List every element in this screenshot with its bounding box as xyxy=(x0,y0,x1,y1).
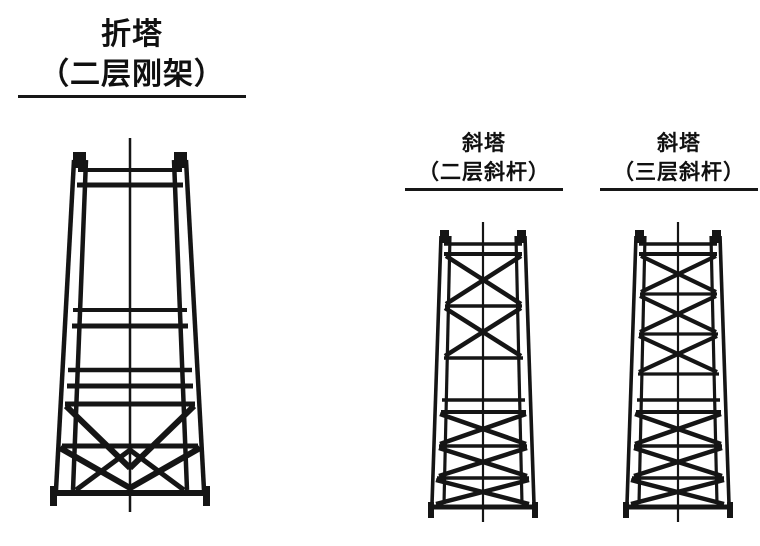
tower-svg-broken xyxy=(50,138,210,512)
brace-b-left-upper-diagonal xyxy=(74,447,132,493)
figure-caption-broken-tower: 折塔 （二层刚架） xyxy=(18,17,246,99)
caption-subtitle: （三层斜杆） xyxy=(613,159,745,184)
x-panel-5-diagonal-b xyxy=(435,477,530,507)
tower-svg-slant-3 xyxy=(623,222,733,522)
tower-svg-slant-2 xyxy=(428,222,538,522)
x-panel-3-diagonal-b xyxy=(439,411,527,447)
caption-underline xyxy=(18,95,246,99)
caption-subtitle: （二层斜杆） xyxy=(418,159,550,184)
x-panel-2-diagonal-b xyxy=(443,306,523,358)
caption-underline xyxy=(600,188,758,191)
x-panel-5-diagonal-b xyxy=(633,445,723,479)
base-stub-left xyxy=(623,502,629,518)
base-stub-right xyxy=(532,502,538,518)
caption-underline xyxy=(405,188,563,191)
base-stub-right xyxy=(727,502,733,518)
leg-cap-left xyxy=(73,152,86,168)
leg-left-outer xyxy=(430,235,443,505)
caption-title: 折塔 xyxy=(101,17,163,52)
figure-caption-slant-tower-3: 斜塔 （三层斜杆） xyxy=(600,131,758,191)
leg-right-inner xyxy=(514,235,524,505)
figure-caption-slant-tower-2: 斜塔 （二层斜杆） xyxy=(405,131,563,191)
leg-right-outer xyxy=(523,235,536,505)
x-panel-4-diagonal-b xyxy=(438,445,528,479)
brace-b-right-diagonal xyxy=(128,445,202,491)
caption-title: 斜塔 xyxy=(462,131,506,155)
x-panel-3-diagonal-b xyxy=(638,334,718,374)
x-panel-2-diagonal-b xyxy=(639,294,717,334)
caption-title: 斜塔 xyxy=(657,131,701,155)
tower-drawing-slant-tower-2 xyxy=(418,222,548,534)
leg-left-outer xyxy=(625,235,638,505)
x-panel-6-diagonal-b xyxy=(630,477,725,507)
tower-drawing-broken-tower xyxy=(40,138,220,530)
leg-left-outer xyxy=(53,159,77,491)
base-stub-left xyxy=(428,502,434,518)
tower-drawing-slant-tower-3 xyxy=(613,222,743,534)
x-panel-1-diagonal-b xyxy=(444,254,523,306)
x-panel-1-diagonal-b xyxy=(640,254,717,294)
caption-subtitle: （二层刚架） xyxy=(39,56,225,92)
leg-right-outer xyxy=(718,235,731,505)
leg-left-inner xyxy=(442,235,452,505)
x-panel-4-diagonal-b xyxy=(634,411,722,447)
base-stub-left xyxy=(50,486,57,506)
brace-b-left-diagonal xyxy=(58,445,132,491)
leg-cap-right xyxy=(174,152,187,168)
brace-b-right-upper-diagonal xyxy=(128,447,186,493)
leg-right-outer xyxy=(183,159,207,491)
base-stub-right xyxy=(203,486,210,506)
